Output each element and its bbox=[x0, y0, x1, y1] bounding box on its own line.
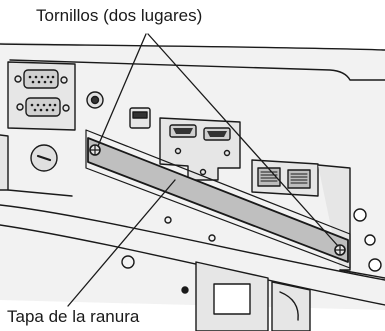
dsub-connector-block bbox=[7, 61, 76, 131]
leader-line-slot-cover bbox=[67, 179, 176, 307]
screws-label: Tornillos (dos lugares) bbox=[36, 6, 203, 25]
housing-top-edge bbox=[0, 43, 385, 51]
dsub-port-upper bbox=[23, 69, 59, 89]
housing-inner-edge bbox=[9, 59, 385, 81]
leader-line-screw-left bbox=[97, 33, 147, 147]
lower-body-edge bbox=[0, 204, 385, 281]
left-frame bbox=[0, 134, 9, 191]
lan-ports bbox=[251, 159, 319, 197]
leader-line-screw-right bbox=[147, 33, 339, 247]
slot-cover-panel bbox=[87, 137, 349, 263]
hdmi-bracket bbox=[159, 117, 241, 181]
power-inlet bbox=[195, 261, 311, 331]
slot-cover-label: Tapa de la ranura bbox=[7, 307, 140, 326]
dsub-port-lower bbox=[25, 97, 61, 117]
usb-port bbox=[129, 107, 151, 129]
